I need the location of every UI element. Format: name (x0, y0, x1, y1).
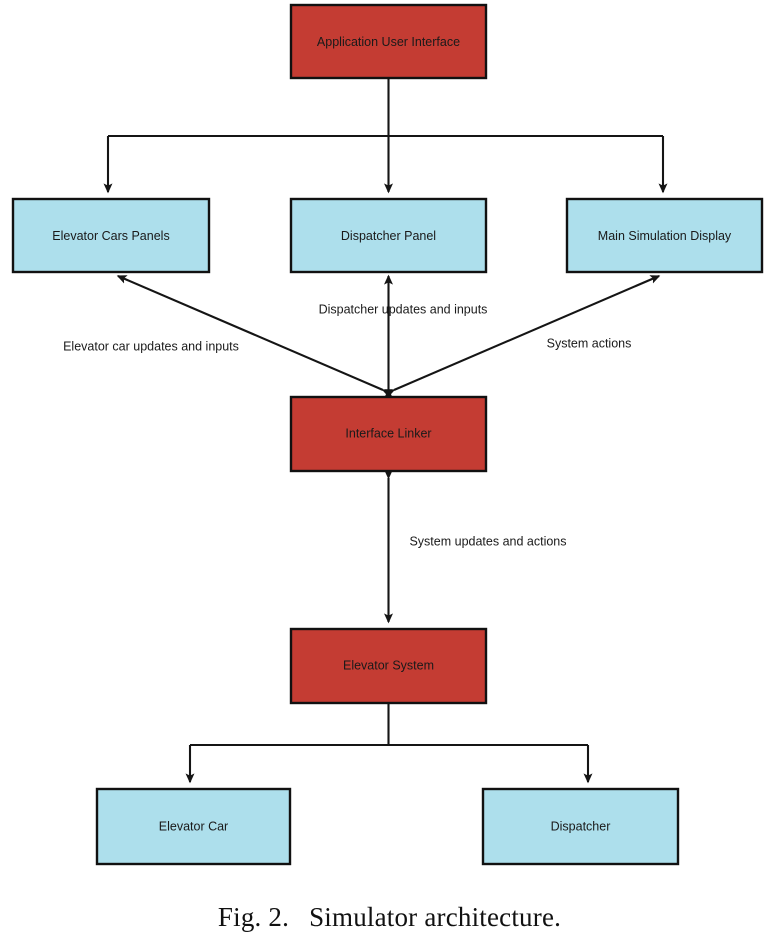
figure-caption-label: Fig. 2. (217, 902, 290, 932)
node-elevator-cars-panels[interactable]: Elevator Cars Panels (11, 197, 211, 274)
edge-label-system-actions: System actions (547, 336, 632, 350)
figure-caption: Fig. 2. Simulator architecture. (0, 902, 779, 933)
edge-label-system-updates-and-actions: System updates and actions (409, 534, 566, 548)
node-box-application-user-interface[interactable] (289, 3, 488, 80)
node-dispatcher-panel[interactable]: Dispatcher Panel (289, 197, 488, 274)
node-elevator-car[interactable]: Elevator Car (95, 787, 292, 866)
node-interface-linker[interactable]: Interface Linker (289, 395, 488, 473)
node-box-dispatcher-panel[interactable] (289, 197, 488, 274)
node-label-elevator-cars-panels: Elevator Cars Panels (52, 229, 169, 243)
edge-linker-to-elevator-cars-panels (116, 275, 393, 398)
edge-label-dispatcher-updates: Dispatcher updates and inputs (319, 302, 488, 316)
node-label-dispatcher-panel: Dispatcher Panel (341, 229, 436, 243)
node-box-elevator-cars-panels[interactable] (11, 197, 211, 274)
edge-aui-to-panels-bus (103, 78, 668, 194)
node-elevator-system[interactable]: Elevator System (289, 627, 488, 705)
node-dispatcher[interactable]: Dispatcher (481, 787, 680, 866)
node-main-simulation-display[interactable]: Main Simulation Display (565, 197, 764, 274)
node-box-main-simulation-display[interactable] (565, 197, 764, 274)
node-box-elevator-system[interactable] (289, 627, 488, 705)
figure-caption-text: Simulator architecture. (309, 902, 562, 932)
node-box-elevator-car[interactable] (95, 787, 292, 866)
node-box-dispatcher[interactable] (481, 787, 680, 866)
node-label-application-user-interface: Application User Interface (317, 35, 460, 49)
node-label-elevator-system: Elevator System (343, 658, 434, 672)
edge-system-bus (185, 703, 593, 784)
node-application-user-interface[interactable]: Application User Interface (289, 3, 488, 80)
edge-linker-to-main-simulation-display (384, 275, 661, 398)
node-label-elevator-car: Elevator Car (159, 819, 228, 833)
edge-label-elevator-car-updates: Elevator car updates and inputs (63, 339, 239, 353)
node-label-dispatcher: Dispatcher (551, 819, 611, 833)
node-label-main-simulation-display: Main Simulation Display (598, 229, 732, 243)
node-box-interface-linker[interactable] (289, 395, 488, 473)
node-label-interface-linker: Interface Linker (345, 426, 431, 440)
